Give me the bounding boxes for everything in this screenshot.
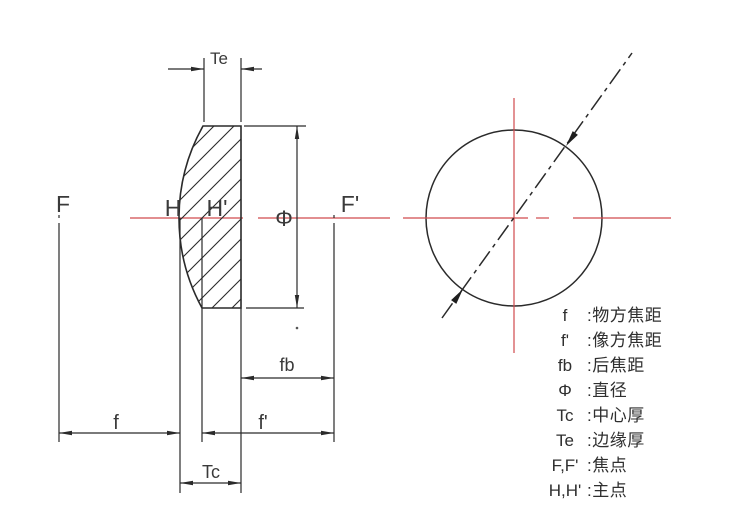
- legend-symbol: f': [561, 331, 569, 350]
- tc-label: Tc: [202, 462, 220, 482]
- focal-point-right-label: F': [341, 191, 359, 217]
- legend-symbol: F,F': [551, 456, 579, 475]
- legend-symbol: Te: [556, 431, 574, 450]
- legend-symbol: Φ: [558, 381, 572, 400]
- side-view: F F' H H' Te Φ fb f f' Tc: [56, 49, 390, 493]
- legend-desc: :直径: [587, 381, 628, 400]
- arrow-right-icon: [321, 375, 334, 381]
- dimension-f: [59, 430, 180, 436]
- arrow-left-icon: [180, 480, 193, 486]
- focal-point-left-label: F: [56, 191, 70, 217]
- dimension-tc: [180, 480, 241, 486]
- symbol-legend: f :物方焦距 f' :像方焦距 fb :后焦距 Φ :直径 Tc :中心厚 T…: [543, 303, 662, 503]
- diagonal-arrow-down-left-icon: [566, 131, 578, 146]
- legend-row-tc: Tc :中心厚: [543, 403, 662, 428]
- dimension-diameter: [244, 125, 306, 309]
- legend-symbol: f: [562, 306, 568, 325]
- stray-dot: [295, 326, 299, 330]
- arrow-up-icon: [294, 126, 300, 139]
- legend-symbol: H,H': [548, 481, 582, 500]
- legend-desc: :中心厚: [587, 406, 645, 425]
- phi-label: Φ: [275, 206, 293, 231]
- legend-desc: :物方焦距: [587, 306, 663, 325]
- arrow-left-icon: [241, 66, 254, 72]
- legend-row-principal-points: H,H' :主点: [543, 478, 662, 503]
- arrow-right-icon: [321, 430, 334, 436]
- arrow-left-icon: [241, 375, 254, 381]
- legend-symbol: Tc: [556, 406, 574, 425]
- arrow-right-icon: [167, 430, 180, 436]
- arrow-down-icon: [294, 295, 300, 308]
- dimension-fb: [241, 375, 334, 381]
- diagonal-arrow-up-right-icon: [451, 289, 463, 304]
- extension-lines: [58, 58, 335, 493]
- side-view-labels: F F' H H' Te Φ fb f f' Tc: [56, 49, 359, 482]
- f-label: f: [113, 412, 119, 434]
- legend-row-diameter: Φ :直径: [543, 378, 662, 403]
- diagonal-dash-dot-line: [441, 52, 633, 319]
- legend-desc: :后焦距: [587, 356, 645, 375]
- dimension-te: [168, 66, 262, 72]
- legend-row-f-prime: f' :像方焦距: [543, 328, 662, 353]
- arrow-right-icon: [191, 66, 204, 72]
- legend-desc: :焦点: [587, 456, 628, 475]
- legend-row-fb: fb :后焦距: [543, 353, 662, 378]
- legend-symbol: fb: [557, 356, 573, 375]
- arrow-right-icon: [228, 480, 241, 486]
- crosshair-centerlines: [403, 98, 671, 353]
- arrow-left-icon: [59, 430, 72, 436]
- legend-row-te: Te :边缘厚: [543, 428, 662, 453]
- legend-desc: :主点: [587, 481, 628, 500]
- legend-desc: :像方焦距: [587, 331, 663, 350]
- principal-point-right-label: H': [206, 195, 227, 221]
- legend-row-focal-points: F,F' :焦点: [543, 453, 662, 478]
- legend-desc: :边缘厚: [587, 431, 645, 450]
- fb-label: fb: [279, 355, 294, 375]
- principal-point-left-label: H: [165, 195, 182, 221]
- legend-row-f: f :物方焦距: [543, 303, 662, 328]
- te-label: Te: [210, 49, 228, 68]
- dimension-f-prime: [202, 430, 334, 436]
- front-view: [403, 52, 671, 353]
- arrow-left-icon: [202, 430, 215, 436]
- f-prime-label: f': [258, 412, 267, 434]
